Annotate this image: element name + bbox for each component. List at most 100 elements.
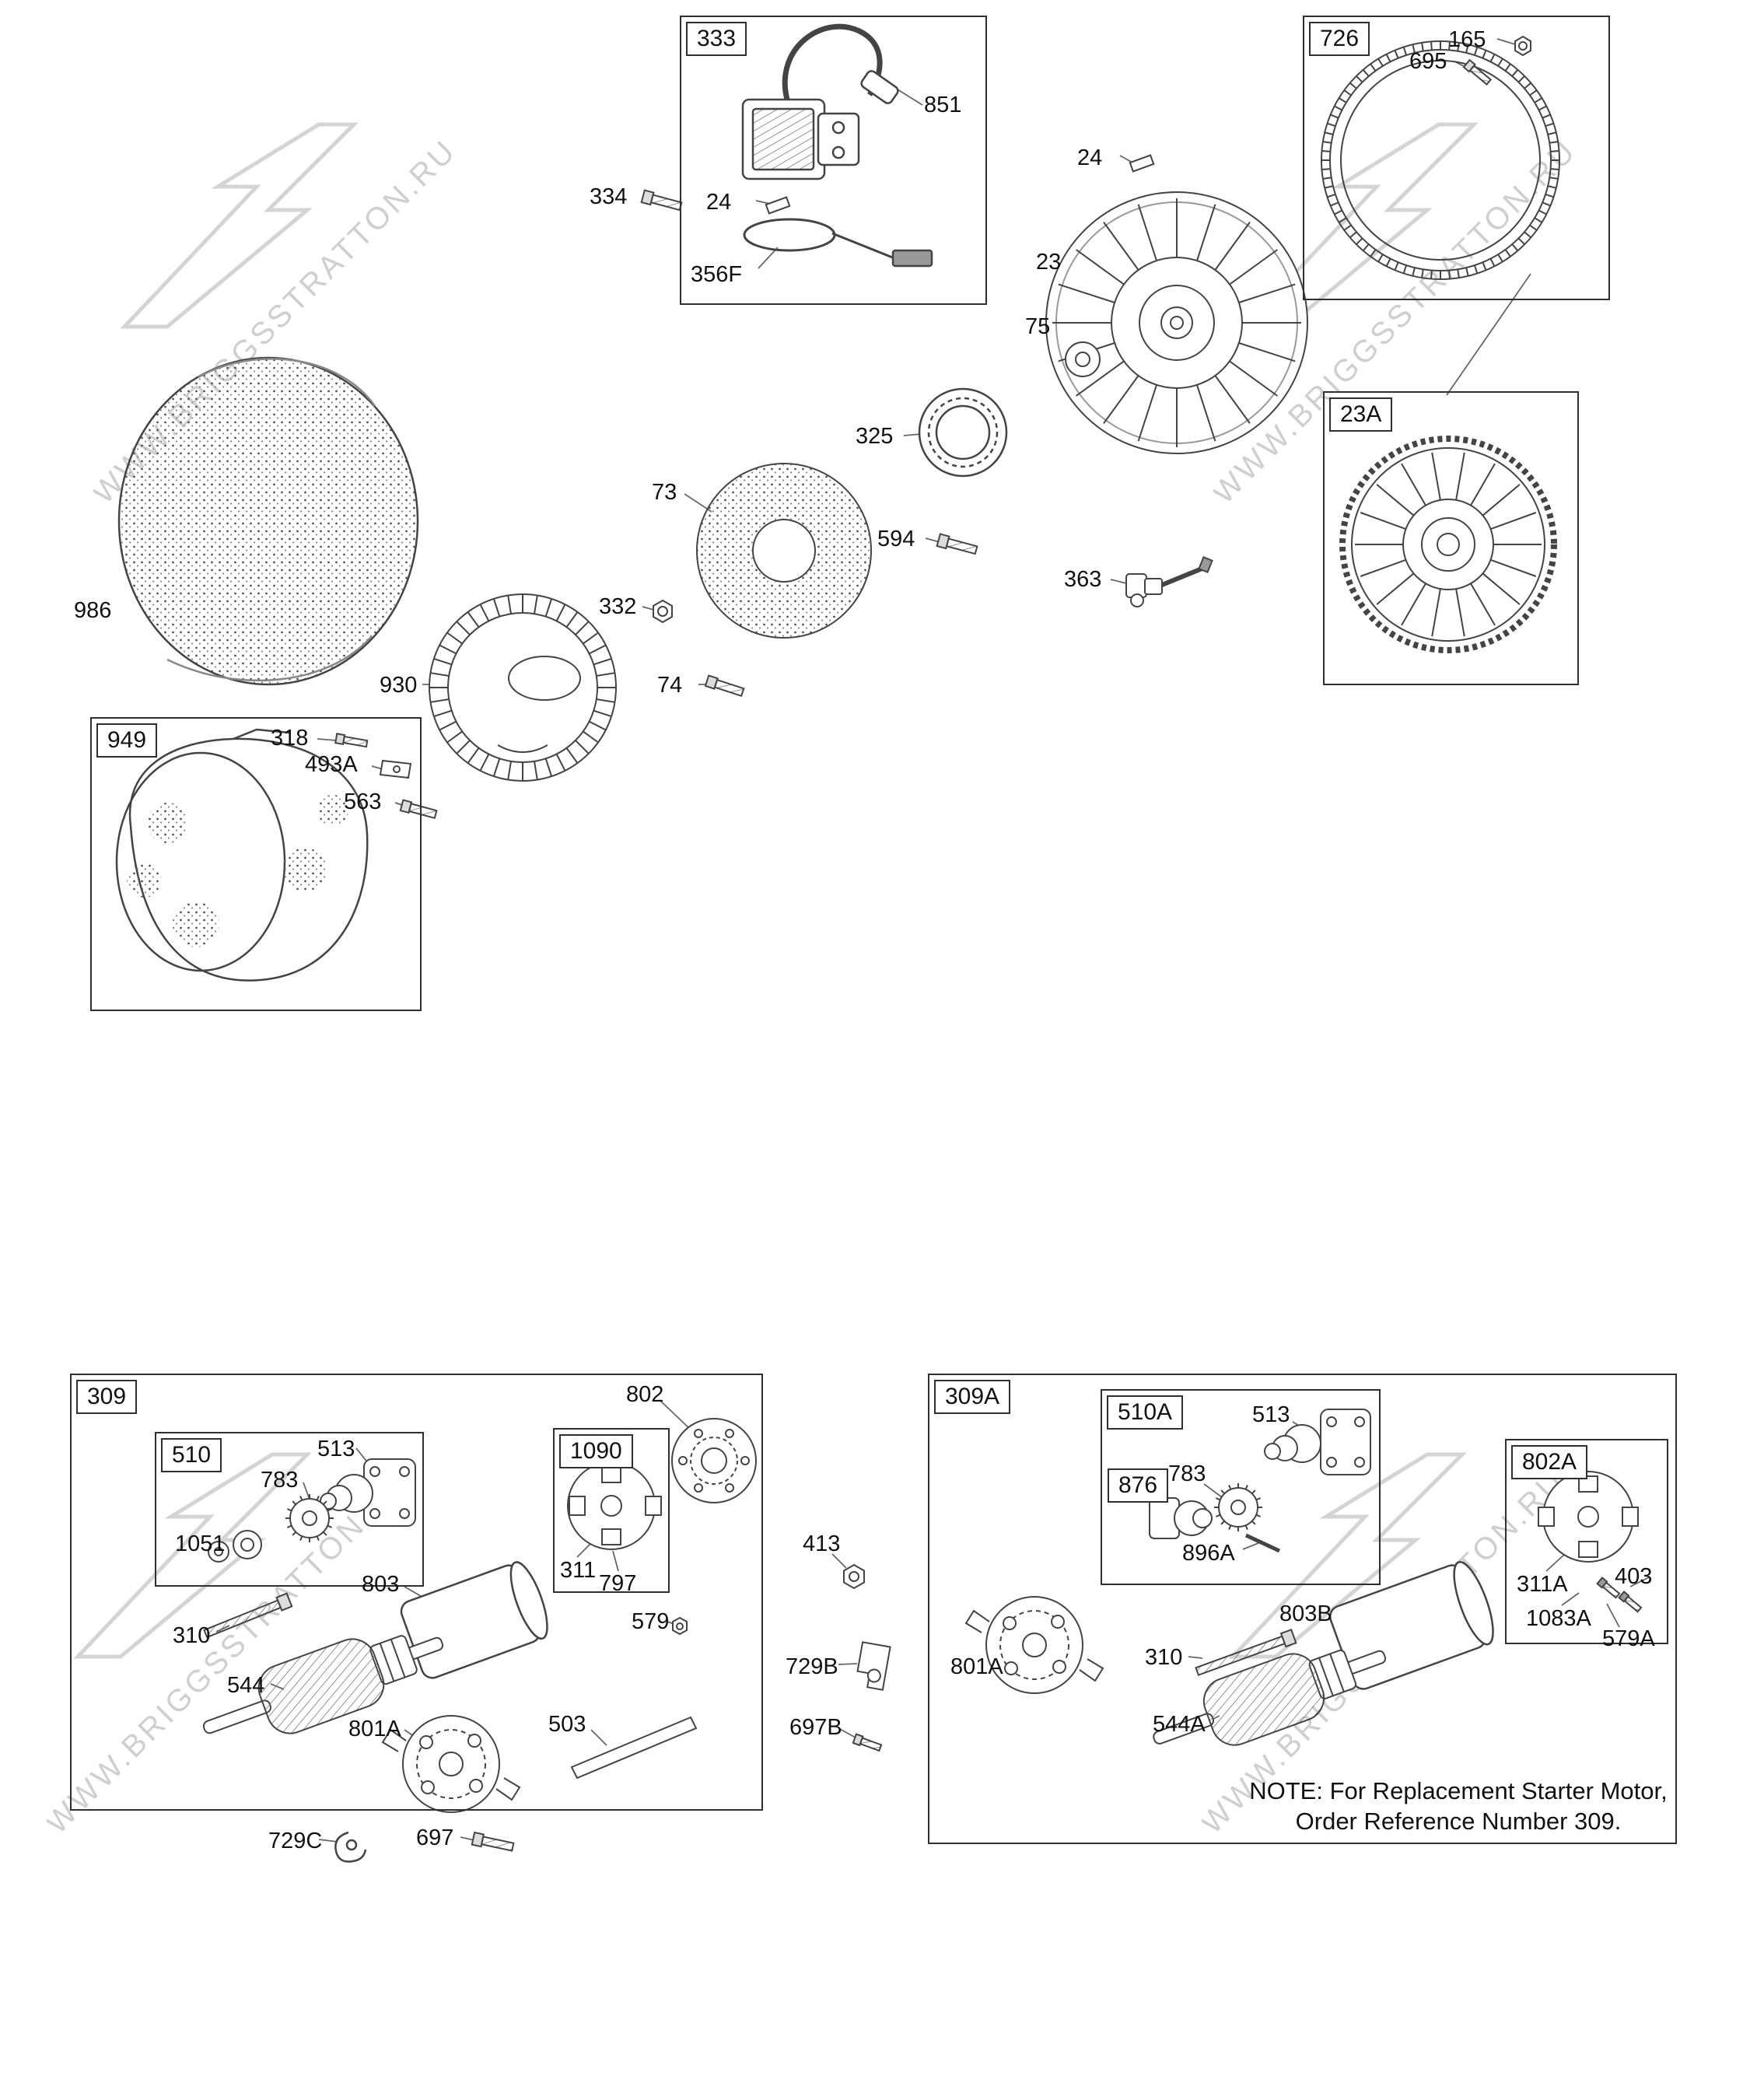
nut-332 bbox=[653, 599, 673, 624]
part-label-73: 73 bbox=[652, 480, 677, 505]
group-box-510 bbox=[155, 1432, 424, 1587]
part-label-783-right: 783 bbox=[1168, 1461, 1206, 1486]
gear-cover-802 bbox=[671, 1418, 757, 1503]
screw-697b bbox=[852, 1733, 883, 1752]
part-label-803b: 803B bbox=[1279, 1601, 1332, 1626]
group-label-726: 726 bbox=[1309, 22, 1370, 56]
group-label-510: 510 bbox=[161, 1438, 222, 1472]
ring-325 bbox=[918, 387, 1008, 478]
armature-544 bbox=[202, 1635, 444, 1734]
group-box-802a bbox=[1505, 1439, 1668, 1644]
shim-503 bbox=[570, 1716, 698, 1780]
group-box-949 bbox=[90, 717, 422, 1011]
part-label-311a: 311A bbox=[1517, 1572, 1568, 1597]
rotating-screen-930 bbox=[429, 593, 617, 782]
screw-563 bbox=[399, 799, 438, 820]
bolt-310-right bbox=[1195, 1629, 1297, 1676]
part-label-563: 563 bbox=[344, 789, 382, 814]
bearing-1051 bbox=[208, 1530, 262, 1563]
gear-783-left bbox=[285, 1494, 334, 1542]
washer-75 bbox=[1065, 341, 1101, 377]
group-label-1090: 1090 bbox=[559, 1434, 633, 1468]
part-label-802: 802 bbox=[626, 1382, 664, 1407]
part-label-1083a: 1083A bbox=[1526, 1606, 1591, 1631]
part-label-513-right: 513 bbox=[1252, 1402, 1290, 1427]
part-label-851: 851 bbox=[924, 93, 962, 117]
group-label-510a: 510A bbox=[1107, 1395, 1184, 1430]
screw-318 bbox=[334, 733, 369, 748]
ignition-coil-drawing bbox=[741, 23, 933, 268]
assembly-363 bbox=[1125, 556, 1213, 607]
replacement-note: NOTE: For Replacement Starter Motor, Ord… bbox=[1237, 1776, 1680, 1837]
part-label-697b: 697B bbox=[789, 1715, 842, 1740]
clip-729c bbox=[334, 1831, 367, 1863]
part-label-986: 986 bbox=[74, 598, 112, 623]
group-label-333: 333 bbox=[686, 22, 747, 56]
brush-end-cap-802a bbox=[1538, 1471, 1643, 1613]
part-label-797: 797 bbox=[599, 1571, 637, 1596]
part-label-896a: 896A bbox=[1182, 1541, 1235, 1566]
part-label-24-coil: 24 bbox=[706, 190, 732, 215]
bracket-493a bbox=[379, 759, 412, 779]
part-label-75: 75 bbox=[1025, 314, 1051, 339]
group-box-333 bbox=[680, 16, 987, 305]
group-label-876: 876 bbox=[1108, 1468, 1169, 1503]
flywheel-drawing bbox=[1045, 191, 1308, 454]
nut-165 bbox=[1514, 35, 1531, 57]
pinion-assembly-513-right bbox=[1264, 1409, 1371, 1475]
bolt-310-left bbox=[203, 1592, 293, 1639]
part-label-356f: 356F bbox=[691, 262, 743, 287]
group-box-1090 bbox=[553, 1428, 670, 1593]
part-label-165: 165 bbox=[1448, 27, 1486, 52]
part-label-413: 413 bbox=[803, 1531, 841, 1556]
part-label-363: 363 bbox=[1064, 567, 1102, 592]
part-label-23: 23 bbox=[1036, 250, 1062, 275]
part-label-544: 544 bbox=[227, 1673, 265, 1698]
part-label-310-left: 310 bbox=[173, 1623, 211, 1648]
nut-413 bbox=[843, 1563, 865, 1590]
group-box-510a bbox=[1101, 1389, 1381, 1585]
group-box-309a bbox=[928, 1374, 1677, 1844]
screw-594 bbox=[936, 533, 978, 555]
part-label-311: 311 bbox=[560, 1558, 597, 1583]
gear-783-right bbox=[1214, 1483, 1262, 1531]
group-label-23a: 23A bbox=[1329, 397, 1393, 432]
group-label-802a: 802A bbox=[1511, 1445, 1588, 1479]
part-label-697: 697 bbox=[416, 1825, 454, 1850]
clutch-876-drawing bbox=[1149, 1497, 1281, 1553]
part-label-493a: 493A bbox=[305, 752, 358, 777]
part-label-783-left: 783 bbox=[261, 1468, 299, 1493]
flywheel-assembly-23a bbox=[1339, 436, 1557, 653]
group-label-309: 309 bbox=[76, 1380, 138, 1414]
bracket-729b bbox=[856, 1641, 891, 1691]
part-label-594: 594 bbox=[877, 527, 915, 551]
part-label-729c: 729C bbox=[268, 1829, 323, 1853]
part-label-513-left: 513 bbox=[317, 1437, 355, 1461]
part-label-334: 334 bbox=[590, 184, 628, 209]
part-label-318: 318 bbox=[271, 726, 309, 751]
armature-544a bbox=[1153, 1649, 1387, 1746]
screw-697 bbox=[471, 1831, 515, 1852]
group-box-309 bbox=[70, 1374, 763, 1811]
part-label-729b: 729B bbox=[786, 1654, 838, 1679]
debris-screen-986 bbox=[117, 356, 419, 686]
part-label-579a: 579A bbox=[1602, 1626, 1655, 1651]
ring-gear-drawing bbox=[1321, 40, 1560, 280]
part-label-803: 803 bbox=[362, 1572, 400, 1597]
nut-579 bbox=[672, 1616, 688, 1636]
part-label-930: 930 bbox=[380, 673, 418, 698]
part-label-801a-left: 801A bbox=[348, 1717, 401, 1741]
part-label-24-flywheel: 24 bbox=[1077, 145, 1103, 170]
part-label-503: 503 bbox=[548, 1712, 586, 1737]
screw-695 bbox=[1462, 58, 1493, 86]
replacement-note-line1: NOTE: For Replacement Starter Motor, bbox=[1249, 1777, 1668, 1804]
blower-housing-drawing bbox=[115, 728, 369, 982]
group-box-726 bbox=[1303, 16, 1610, 300]
screw-334 bbox=[640, 189, 683, 212]
screen-disc-73 bbox=[696, 463, 872, 639]
drive-cap-801a-left bbox=[381, 1715, 521, 1813]
key-24-flywheel bbox=[1129, 154, 1155, 173]
drive-cap-801a-right bbox=[964, 1596, 1104, 1694]
